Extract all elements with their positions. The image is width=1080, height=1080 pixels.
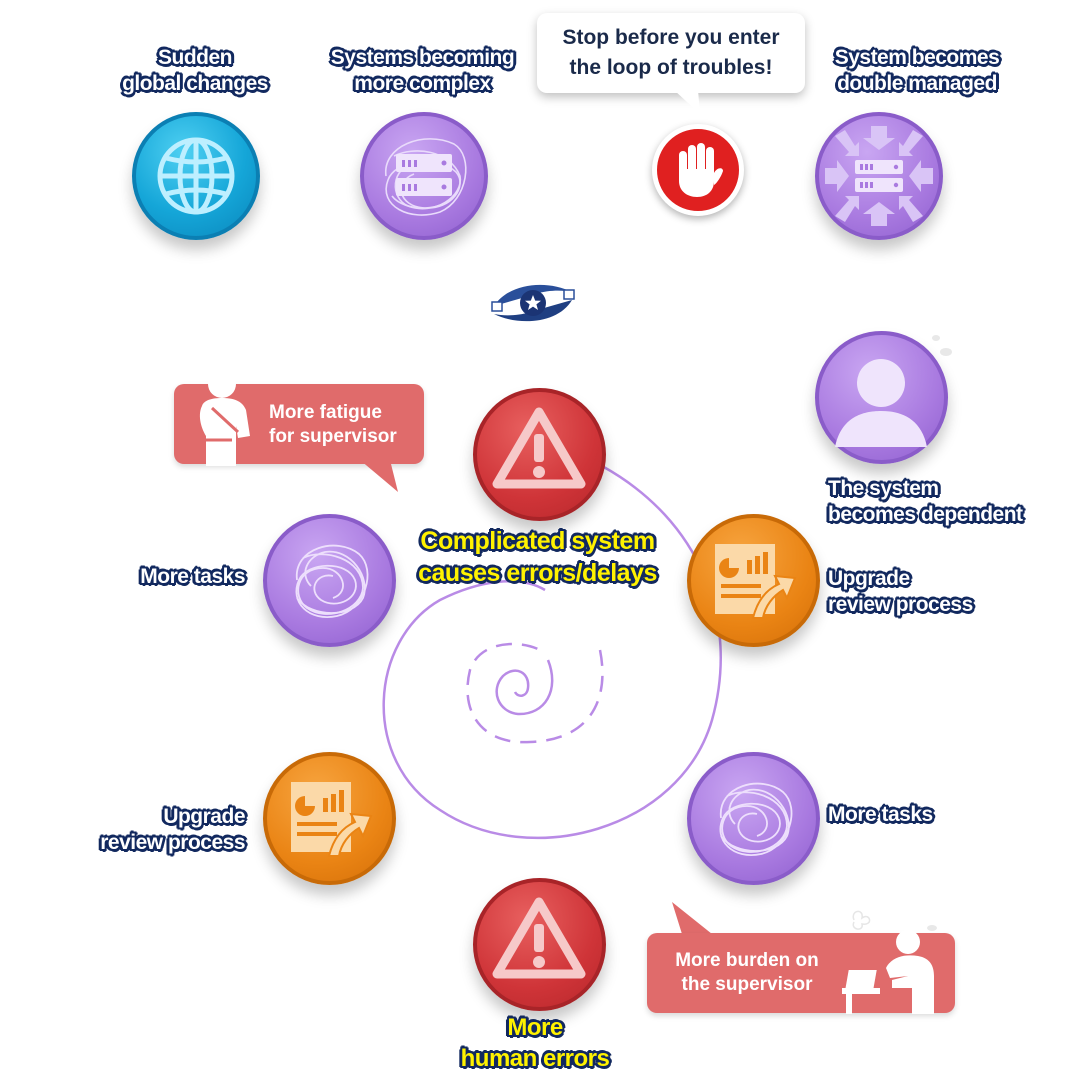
- person-silhouette-icon: [835, 359, 927, 447]
- tasks-left-text: More tasks: [140, 565, 245, 588]
- stop-bubble-tail: [674, 90, 700, 114]
- stop-sign: [652, 124, 744, 216]
- center-line-2: causes errors/delays: [418, 559, 657, 587]
- tired-supervisor-icon: [199, 370, 250, 466]
- stop-hand-icon: [679, 143, 723, 197]
- burden-line-2: the supervisor: [681, 974, 813, 995]
- more-tasks-right-label: More tasks: [828, 802, 933, 828]
- dependent-line-2: becomes dependent: [828, 503, 1023, 526]
- complex-line-1: Systems becoming: [330, 46, 515, 69]
- dependent-line-1: The system: [828, 477, 939, 500]
- stop-bubble-line-2: the loop of troubles!: [569, 56, 773, 79]
- server-pressure-icon: [825, 126, 933, 226]
- upgrade-circle-right: [687, 514, 820, 647]
- complicated-system-label: Complicated system causes errors/delays: [395, 525, 680, 589]
- human-errors-line-2: human errors: [460, 1045, 610, 1072]
- warning-triangle-icon: [492, 897, 586, 979]
- tangle-icon: [719, 782, 793, 856]
- thought-dots: [932, 335, 952, 356]
- person-circle: [815, 331, 948, 464]
- upgrade-right-line-1: Upgrade: [828, 567, 910, 590]
- double-line-1: System becomes: [834, 46, 1000, 69]
- systems-complex-label: Systems becoming more complex: [305, 45, 540, 97]
- sudden-global-changes-label: Sudden global changes: [105, 45, 285, 97]
- complex-line-2: more complex: [354, 72, 491, 95]
- warning-triangle-icon: [492, 407, 586, 489]
- double-line-2: double managed: [837, 72, 997, 95]
- burden-callout-tail: [672, 902, 712, 934]
- sudden-line-1: Sudden: [158, 46, 233, 69]
- tangle-circle-right: [687, 752, 820, 885]
- tangled-server-circle: [360, 112, 488, 240]
- system-dependent-label: The system becomes dependent: [828, 476, 1023, 528]
- upgrade-right-label: Upgrade review process: [828, 566, 973, 618]
- upgrade-left-line-2: review process: [100, 831, 245, 854]
- stressed-worker-icon: [842, 910, 937, 1014]
- warning-circle-top: [473, 388, 606, 521]
- fatigue-line-1: More fatigue: [269, 402, 382, 423]
- double-managed-label: System becomes double managed: [812, 45, 1022, 97]
- fatigue-line-2: for supervisor: [269, 426, 397, 447]
- fatigue-callout-tail: [360, 460, 398, 492]
- human-errors-line-1: More: [507, 1014, 563, 1041]
- upgrade-circle-left: [263, 752, 396, 885]
- upgrade-right-line-2: review process: [828, 593, 973, 616]
- eye-star-logo-icon: [491, 284, 575, 322]
- tangled-server-icon: [385, 138, 467, 216]
- upgrade-left-line-1: Upgrade: [163, 805, 245, 828]
- stop-bubble-line-1: Stop before you enter: [562, 26, 780, 49]
- upgrade-left-label: Upgrade review process: [60, 804, 245, 856]
- warning-circle-bottom: [473, 878, 606, 1011]
- report-upgrade-icon: [291, 782, 373, 857]
- globe-circle: [132, 112, 260, 240]
- more-tasks-left-label: More tasks: [100, 564, 245, 590]
- stop-speech-bubble: Stop before you enter the loop of troubl…: [537, 13, 805, 93]
- burden-line-1: More burden on: [675, 950, 819, 971]
- server-pressure-circle: [815, 112, 943, 240]
- tangle-icon: [295, 544, 369, 618]
- globe-icon: [157, 137, 235, 215]
- human-errors-label: More human errors: [430, 1012, 640, 1074]
- tangle-circle-left: [263, 514, 396, 647]
- tasks-right-text: More tasks: [828, 803, 933, 826]
- sudden-line-2: global changes: [122, 72, 268, 95]
- report-upgrade-icon: [715, 544, 797, 619]
- center-line-1: Complicated system: [420, 527, 655, 555]
